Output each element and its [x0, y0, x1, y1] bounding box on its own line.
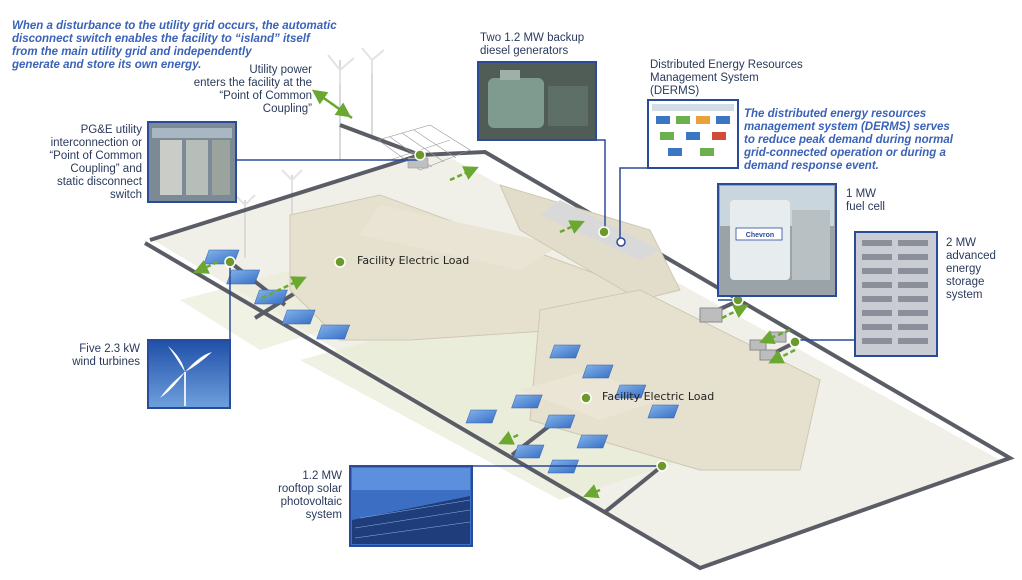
energy-storage-label: 2 MW advanced energy storage system — [946, 237, 996, 301]
switchyard — [377, 124, 471, 171]
pge-interconnection-photo — [147, 121, 237, 203]
wind-turbine-photo — [147, 339, 231, 409]
node-load-1 — [334, 256, 346, 268]
node-solar — [656, 460, 668, 472]
facility-load-label-2: Facility Electric Load — [602, 390, 715, 403]
solar-array-photo — [349, 465, 473, 547]
fuel-cell-photo: Chevron — [717, 183, 837, 297]
node-derms — [616, 237, 626, 247]
fuel-cell-label: 1 MW fuel cell — [846, 188, 885, 213]
diesel-generators-label: Two 1.2 MW backup diesel generators — [480, 32, 585, 57]
facility-building — [289, 184, 821, 471]
connection-nodes — [224, 149, 801, 472]
facility-load-label-1: Facility Electric Load — [357, 254, 470, 267]
utility-power-label: Utility power enters the facility at the… — [193, 64, 312, 115]
pge-interconnection-label: PG&E utility interconnection or “Point o… — [49, 124, 142, 201]
node-storage — [789, 336, 801, 348]
storage-blocks — [699, 307, 787, 361]
islanding-note: When a disturbance to the utility grid o… — [12, 20, 337, 71]
power-flow-arrows — [193, 89, 796, 499]
solar-label: 1.2 MW rooftop solar photovoltaic system — [278, 470, 342, 521]
derms-note: The distributed energy resources managem… — [744, 108, 953, 172]
node-wind — [224, 256, 236, 268]
wind-turbines-label: Five 2.3 kW wind turbines — [72, 343, 140, 368]
node-pcc — [414, 149, 426, 161]
fuel-cell-brand: Chevron — [746, 232, 774, 239]
diesel-generators-photo — [477, 61, 597, 141]
node-generators — [598, 226, 610, 238]
derms-title-label: Distributed Energy Resources Management … — [650, 59, 803, 97]
rooftop-solar-array — [203, 249, 679, 474]
node-load-2 — [580, 392, 592, 404]
energy-storage-photo — [854, 231, 938, 357]
derms-screenshot — [647, 99, 739, 169]
wind-turbines-background — [234, 47, 385, 258]
